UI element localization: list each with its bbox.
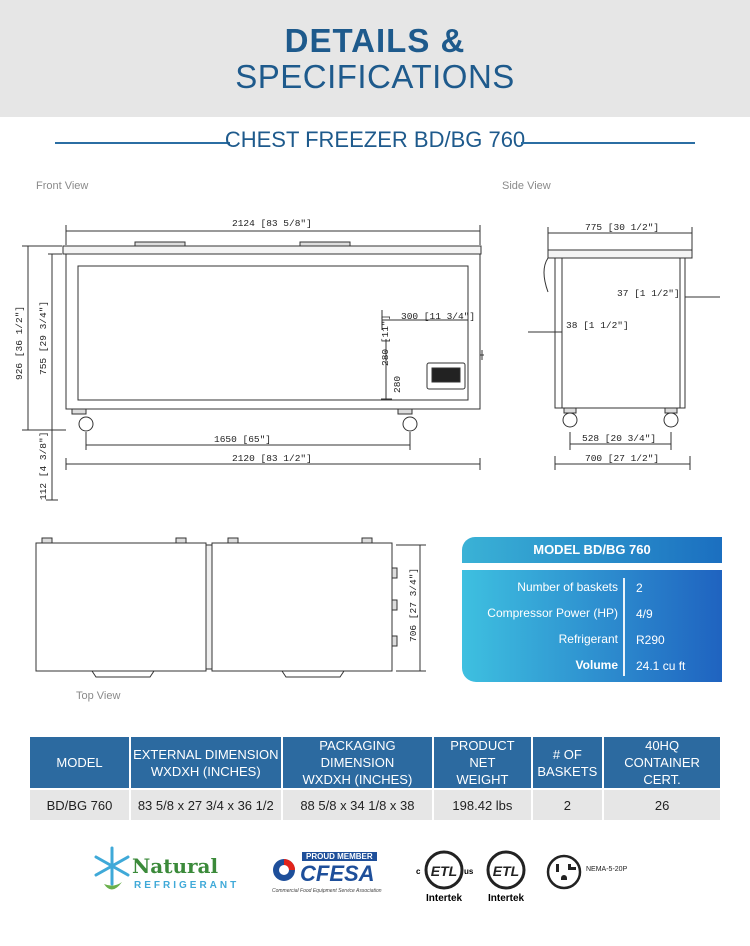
top-dim-depth: 706 [27 3/4"]	[408, 567, 419, 642]
spec-value: 2	[636, 581, 643, 595]
spec-row-refrigerant: Refrigerant R290	[462, 628, 722, 652]
spec-label: Refrigerant	[558, 632, 618, 646]
spec-value: 4/9	[636, 607, 653, 621]
spec-label: Volume	[575, 658, 618, 672]
page-title-line1: DETAILS &	[284, 22, 466, 59]
table-header-container-cert: 40HQ CONTAINER CERT.	[604, 737, 720, 788]
etl-mark-text: ETL	[431, 863, 457, 879]
model-box-title: MODEL BD/BG 760	[462, 537, 722, 563]
side-dim-left-offset: 38 [1 1/2"]	[566, 320, 629, 331]
spec-label: Compressor Power (HP)	[487, 606, 618, 620]
header-line: WXDXH (INCHES)	[150, 763, 261, 779]
table-header-model: MODEL	[30, 737, 129, 788]
page-title-line2: SPECIFICATIONS	[235, 58, 515, 95]
spec-label: Number of baskets	[517, 580, 618, 594]
side-view-label: Side View	[502, 180, 551, 192]
table-cell-packaging-dimension: 88 5/8 x 34 1/8 x 38	[282, 790, 433, 820]
header-line: MODEL	[56, 755, 103, 770]
front-dim-width-top: 2124 [83 5/8"]	[232, 218, 312, 229]
header-line: PACKAGING DIMENSION	[319, 738, 396, 770]
cfesa-logo: PROUD MEMBER CFESA Commercial Food Equip…	[272, 852, 412, 902]
side-dim-lid-offset: 37 [1 1/2"]	[617, 288, 680, 299]
table-row: BD/BG 760 83 5/8 x 27 3/4 x 36 1/2 88 5/…	[30, 790, 720, 820]
front-dim-height-body: 755 [29 3/4"]	[38, 300, 49, 375]
header-line: CONTAINER CERT.	[624, 755, 700, 787]
subtitle-rule-right	[521, 142, 695, 144]
top-view-drawing	[35, 537, 426, 678]
table-cell-model: BD/BG 760	[30, 790, 129, 820]
table-cell-net-weight: 198.42 lbs	[434, 790, 531, 820]
etl-sanitation-icon: ETL	[486, 850, 526, 890]
natural-logo-subword: REFRIGERANT	[134, 880, 240, 891]
natural-refrigerant-logo: Natural REFRIGERANT	[92, 844, 262, 904]
front-dim-window-height: 280	[392, 375, 403, 393]
technical-drawings	[22, 225, 720, 678]
cfesa-wordmark: CFESA	[300, 861, 375, 886]
model-spec-box: Number of baskets 2 Compressor Power (HP…	[462, 570, 722, 682]
spec-value: R290	[636, 633, 665, 647]
front-dim-width-bottom: 2120 [83 1/2"]	[232, 453, 312, 464]
header-line: EXTERNAL DIMENSION	[133, 746, 279, 762]
cfesa-proud-member: PROUD MEMBER	[302, 852, 377, 861]
header-line: PRODUCT NET	[450, 738, 515, 770]
etl-intertek-label: Intertek	[488, 893, 525, 904]
spec-value: 24.1 cu ft	[636, 659, 686, 673]
etl-listed-icon: ETL	[424, 850, 464, 890]
table-cell-baskets: 2	[532, 790, 603, 820]
header-line: BASKETS	[537, 763, 598, 779]
front-dim-caster-height: 112 [4 3/8"]	[38, 431, 49, 500]
nema-plug-logo: NEMA-5-20P	[546, 854, 646, 894]
header-line: WXDXH (INCHES)	[302, 772, 413, 787]
etl-c-mark: c	[416, 867, 421, 876]
snowflake-icon	[94, 846, 130, 890]
etl-intertek-label: Intertek	[426, 893, 463, 904]
product-subtitle: CHEST FREEZER BD/BG 760	[224, 127, 526, 152]
plug-outlet-icon	[546, 854, 582, 890]
plug-label: NEMA-5-20P	[586, 866, 628, 873]
header-line: 40HQ	[645, 738, 680, 753]
etl-sanitation-logo: ETL Intertek	[486, 850, 536, 910]
spec-divider	[623, 578, 625, 676]
side-dim-depth-bottom: 700 [27 1/2"]	[585, 453, 660, 464]
etl-c-us-logo: c ETL us Intertek	[416, 850, 476, 910]
table-header-packaging-dimension: PACKAGING DIMENSION WXDXH (INCHES)	[282, 737, 433, 788]
front-dim-window-height-label: 280 [11"]	[380, 314, 391, 366]
subtitle-rule-left	[55, 142, 230, 144]
etl-us-mark: us	[464, 867, 474, 876]
natural-logo-word: Natural	[132, 854, 219, 878]
table-cell-container-cert: 26	[604, 790, 720, 820]
spec-row-compressor: Compressor Power (HP) 4/9	[462, 602, 722, 626]
side-dim-depth-top: 775 [30 1/2"]	[585, 222, 660, 233]
spec-row-baskets: Number of baskets 2	[462, 576, 722, 600]
table-header-net-weight: PRODUCT NET WEIGHT	[434, 737, 531, 788]
cfesa-tagline: Commercial Food Equipment Service Associ…	[272, 888, 382, 894]
front-dim-window-width: 300 [11 3/4"]	[401, 311, 476, 322]
table-cell-external-dimension: 83 5/8 x 27 3/4 x 36 1/2	[131, 790, 281, 820]
certification-logos: Natural REFRIGERANT PROUD MEMBER CFESA C…	[0, 840, 750, 940]
page-header: DETAILS & SPECIFICATIONS	[0, 0, 750, 117]
top-view-label: Top View	[76, 690, 121, 702]
spec-row-volume: Volume 24.1 cu ft	[462, 654, 722, 678]
front-view-drawing	[22, 225, 484, 501]
side-view-drawing	[528, 227, 720, 470]
side-dim-caster-span: 528 [20 3/4"]	[582, 433, 657, 444]
front-dim-height-total: 926 [36 1/2"]	[14, 305, 25, 380]
cfesa-emblem-icon	[273, 859, 295, 881]
front-dim-caster-span: 1650 [65"]	[214, 434, 272, 445]
header-line: WEIGHT	[456, 772, 509, 787]
header-line: # OF	[552, 746, 582, 762]
front-view-label: Front View	[36, 180, 89, 192]
etl-mark-text: ETL	[493, 863, 519, 879]
